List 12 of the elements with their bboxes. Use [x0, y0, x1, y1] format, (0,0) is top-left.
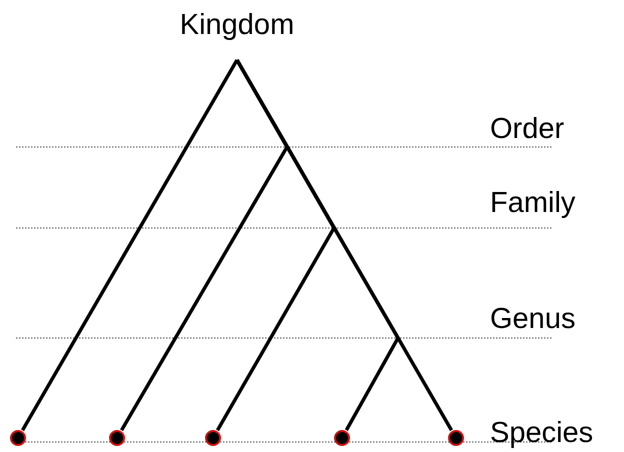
rank-label: Genus	[490, 302, 576, 336]
species-dot	[109, 430, 125, 446]
rank-label: Kingdom	[165, 8, 309, 60]
branch-line	[21, 59, 239, 432]
species-dot	[334, 430, 350, 446]
rank-label: Family	[490, 186, 576, 220]
branch-line	[235, 59, 453, 432]
rank-label: Order	[490, 112, 564, 146]
species-dot	[448, 430, 464, 446]
species-dot	[10, 430, 26, 446]
rank-label: Species	[490, 416, 594, 450]
species-dot	[205, 430, 221, 446]
